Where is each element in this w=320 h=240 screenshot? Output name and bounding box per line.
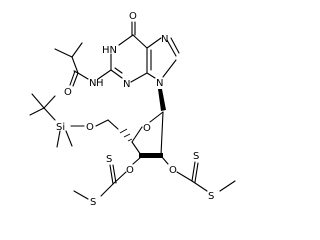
- molecule-drawing: O HN N N N O N H: [29, 11, 236, 208]
- n9-label: N: [156, 78, 163, 89]
- left-xanthate-atom-labels: S S: [90, 154, 112, 208]
- right-xanthate-bonds: [176, 161, 236, 192]
- left-thioether-sulfur-label: S: [90, 197, 96, 208]
- n1h-label: HN: [102, 45, 117, 56]
- left-xanthate-bonds: [73, 164, 127, 200]
- ring-oxygen-label: O: [143, 123, 151, 134]
- n3-label: N: [123, 79, 130, 90]
- silyloxy-oxygen-label: O: [86, 122, 94, 133]
- isobutyryl-atom-labels: O N H: [64, 78, 104, 98]
- left-thione-sulfur-label: S: [106, 154, 112, 165]
- right-thioether-sulfur-label: S: [208, 191, 214, 202]
- amide-hydrogen-label: H: [96, 78, 104, 89]
- isobutyryl-bonds: [54, 42, 89, 87]
- amide-nitrogen-label: N: [89, 78, 96, 89]
- tbdms-bonds: [29, 93, 85, 148]
- o3-label: O: [126, 165, 134, 176]
- right-xanthate-atom-labels: S S: [193, 151, 214, 202]
- o2-label: O: [169, 165, 177, 176]
- c5-hashed-bond: [119, 128, 133, 142]
- amide-oxygen-label: O: [64, 87, 72, 98]
- silicon-label: Si: [56, 122, 65, 133]
- n7-label: N: [161, 34, 168, 45]
- structure-svg: O HN N N N O N H: [29, 11, 236, 208]
- purine-ring-bonds: [97, 21, 180, 83]
- carbonyl-oxygen-label: O: [129, 11, 137, 22]
- glycosidic-wedge: [158, 89, 166, 111]
- purine-atom-labels: O HN N N N: [102, 11, 168, 90]
- right-thione-sulfur-label: S: [193, 151, 199, 162]
- ribose-atom-labels: O O O O: [86, 122, 177, 176]
- ribose-ring-bonds: [131, 111, 164, 158]
